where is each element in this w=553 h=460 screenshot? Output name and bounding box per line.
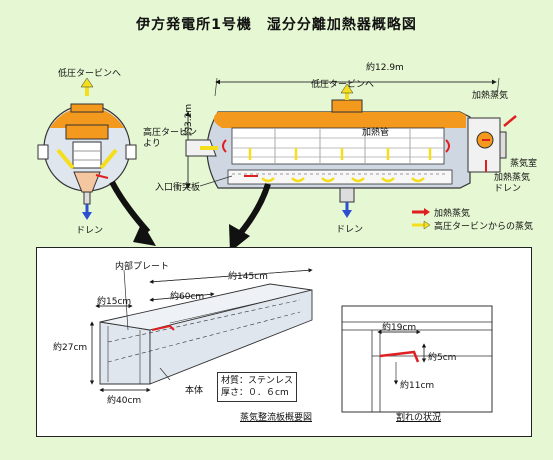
label-material: 材質：ステンレス bbox=[221, 376, 294, 386]
material-box: 材質：ステンレス 厚さ：０．６cm bbox=[217, 372, 298, 402]
label-length: 約12.9m bbox=[366, 63, 404, 73]
legend bbox=[412, 208, 431, 230]
label-heating-steam-drain: 加熱蒸気 ドレン bbox=[494, 173, 531, 194]
label-len5: 約5cm bbox=[428, 353, 457, 363]
label-drain-left: ドレン bbox=[76, 226, 104, 236]
label-lp-turbine-left: 低圧タービンへ bbox=[58, 69, 122, 79]
legend-hp-steam: 高圧タービンからの蒸気 bbox=[434, 222, 534, 232]
label-lp-turbine-center: 低圧タービンへ bbox=[311, 80, 375, 90]
label-inlet-baffle: 入口衝突板 bbox=[155, 183, 201, 193]
label-drain-center: ドレン bbox=[336, 225, 364, 235]
label-len40: 約40cm bbox=[107, 396, 142, 406]
caption-crack: 割れの状況 bbox=[396, 413, 442, 423]
label-hp-turbine-from: 高圧タービン より bbox=[143, 128, 198, 149]
page-title: 伊方発電所1号機 湿分分離加熱器概略図 bbox=[136, 17, 417, 33]
main-vessel bbox=[185, 77, 517, 218]
label-heating-steam: 加熱蒸気 bbox=[472, 91, 509, 101]
label-len11: 約11cm bbox=[400, 381, 435, 391]
label-thickness: 厚さ：０．６cm bbox=[221, 388, 289, 398]
label-body: 本体 bbox=[185, 386, 204, 396]
label-len27: 約27cm bbox=[53, 343, 88, 353]
cross-section bbox=[37, 77, 137, 220]
label-len15: 約15cm bbox=[97, 297, 132, 307]
legend-heating-steam: 加熱蒸気 bbox=[434, 209, 471, 219]
label-steam-chamber: 蒸気室 bbox=[510, 159, 538, 169]
label-len60: 約60cm bbox=[170, 292, 205, 302]
label-inner-plate: 内部プレート bbox=[115, 262, 170, 272]
label-len19: 約19cm bbox=[382, 323, 417, 333]
label-len145: 約145cm bbox=[228, 272, 268, 282]
caption-detail: 蒸気整流板概要図 bbox=[240, 413, 313, 423]
label-heating-tube: 加熱管 bbox=[362, 128, 390, 138]
